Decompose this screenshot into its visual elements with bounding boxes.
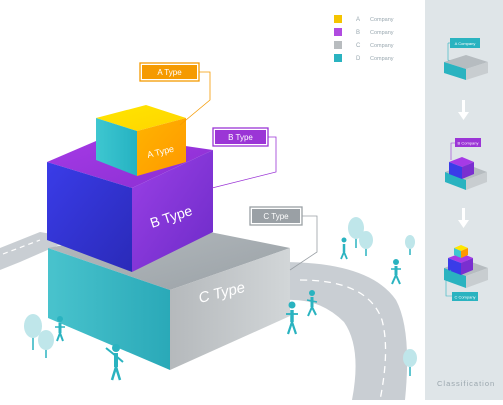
tree-icon [359, 231, 373, 256]
b-block-side [132, 150, 213, 272]
legend-swatch-d [334, 54, 342, 62]
tree-icon [348, 217, 364, 248]
legend-item-c: C Company [334, 41, 394, 49]
svg-text:D: D [356, 56, 361, 62]
a-type-block: A Type [96, 105, 186, 176]
arrow-down-icon [458, 100, 469, 120]
panel-title: Classification [437, 379, 495, 388]
tree-icon [38, 330, 54, 358]
arrow-down-icon [458, 208, 469, 228]
legend-swatch-b [334, 28, 342, 36]
c-type-callout: C Type [249, 206, 318, 271]
svg-text:Company: Company [370, 43, 394, 49]
legend-swatch-a [334, 15, 342, 23]
panel-step-3: C Company [444, 245, 488, 301]
person-icon [391, 259, 401, 285]
a-block-side [137, 118, 186, 176]
legend: A Company B Company C Company D Company [334, 15, 394, 62]
a-block-top [96, 105, 186, 131]
b-block-front [47, 162, 132, 272]
tree-icon [24, 314, 42, 350]
tree-icon [405, 235, 415, 255]
legend-swatch-c [334, 41, 342, 49]
svg-text:Company: Company [370, 56, 394, 62]
svg-text:A Company: A Company [455, 41, 476, 46]
panel-step-2: B Company [445, 138, 487, 190]
panel-step-1: A Company [444, 38, 488, 80]
classification-panel: A Company B Company [425, 0, 503, 400]
person-icon [306, 290, 318, 317]
a-block-front [96, 118, 137, 176]
svg-text:B Company: B Company [458, 141, 479, 146]
c-callout-label: C Type [263, 212, 289, 221]
b-type-callout: B Type [211, 127, 277, 189]
svg-text:C Company: C Company [454, 295, 475, 300]
svg-text:B: B [356, 30, 360, 36]
person-icon [55, 316, 65, 342]
svg-text:C: C [356, 43, 361, 49]
svg-text:A: A [356, 17, 360, 23]
person-icon [340, 237, 348, 260]
legend-item-a: A Company [334, 15, 394, 23]
person-icon [286, 301, 298, 335]
c-block-front [48, 248, 170, 370]
person-icon [105, 344, 124, 381]
svg-text:Company: Company [370, 30, 394, 36]
a-type-callout: A Type [139, 62, 211, 126]
tree-icon [403, 349, 417, 376]
legend-item-b: B Company [334, 28, 394, 36]
b-callout-label: B Type [228, 133, 253, 142]
svg-text:Company: Company [370, 17, 394, 23]
a-callout-label: A Type [157, 68, 182, 77]
c-block-side [170, 248, 290, 370]
legend-item-d: D Company [334, 54, 394, 62]
